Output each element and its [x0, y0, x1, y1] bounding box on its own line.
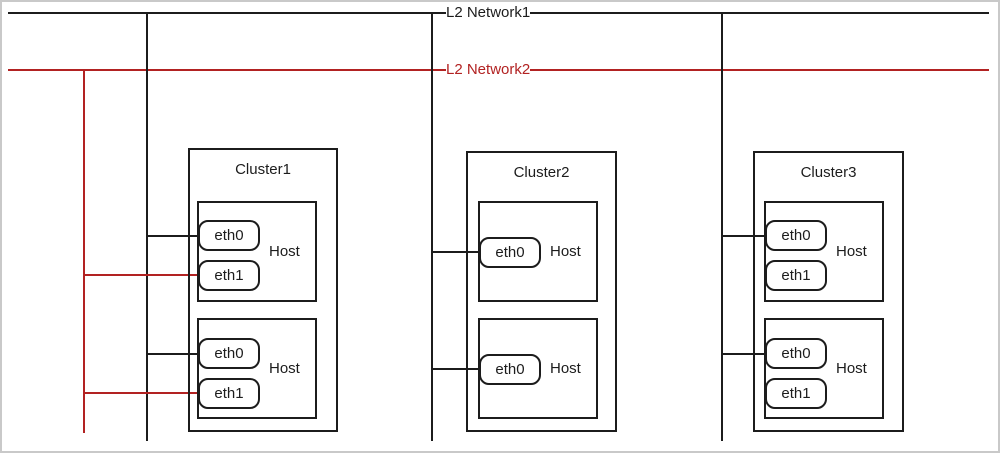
network1-drop-cluster2 — [431, 12, 433, 441]
cluster2-host1-label: Host — [550, 243, 581, 260]
cluster3-title: Cluster3 — [800, 164, 857, 181]
cluster2-box: Cluster2 — [466, 151, 617, 432]
cluster1-host2-box — [197, 318, 317, 419]
cluster1-host1-label: Host — [269, 243, 300, 260]
cluster3-host1-eth0-interface: eth0 — [765, 220, 827, 251]
cluster3-host2-eth1-interface: eth1 — [765, 378, 827, 409]
net2-connector-cluster1-host1-eth1 — [84, 274, 201, 276]
cluster3-host1-label: Host — [836, 243, 867, 260]
cluster1-box: Cluster1 — [188, 148, 338, 432]
cluster2-host1-eth0-interface: eth0 — [479, 237, 541, 268]
cluster1-host2-label: Host — [269, 360, 300, 377]
cluster3-host2-eth0-interface: eth0 — [765, 338, 827, 369]
cluster1-host2-eth0-interface: eth0 — [198, 338, 260, 369]
cluster2-host2-eth0-interface: eth0 — [479, 354, 541, 385]
cluster1-host2-eth1-interface: eth1 — [198, 378, 260, 409]
cluster1-host1-eth0-interface: eth0 — [198, 220, 260, 251]
cluster1-title: Cluster1 — [235, 161, 291, 178]
cluster2-host2-label: Host — [550, 360, 581, 377]
cluster2-title: Cluster2 — [513, 164, 570, 181]
net1-connector-cluster1-host1-eth0 — [147, 235, 201, 237]
cluster3-host1-eth1-interface: eth1 — [765, 260, 827, 291]
cluster1-host1-box — [197, 201, 317, 302]
net1-connector-cluster2-host1-eth0 — [432, 251, 482, 253]
net1-connector-cluster3-host2-eth0 — [722, 353, 769, 355]
network2-drop-cluster1 — [83, 69, 85, 433]
cluster1-host1-eth1-interface: eth1 — [198, 260, 260, 291]
l2-network1-label: L2 Network1 — [446, 4, 531, 21]
cluster3-host2-label: Host — [836, 360, 867, 377]
cluster3-host2-box — [764, 318, 884, 419]
cluster3-host1-box — [764, 201, 884, 302]
network1-drop-cluster3 — [721, 12, 723, 441]
network1-drop-cluster1 — [146, 12, 148, 441]
net1-connector-cluster1-host2-eth0 — [147, 353, 201, 355]
net2-connector-cluster1-host2-eth1 — [84, 392, 201, 394]
net1-connector-cluster3-host1-eth0 — [722, 235, 769, 237]
l2-network2-label: L2 Network2 — [446, 61, 531, 78]
cluster3-box: Cluster3 — [753, 151, 904, 432]
net1-connector-cluster2-host2-eth0 — [432, 368, 482, 370]
